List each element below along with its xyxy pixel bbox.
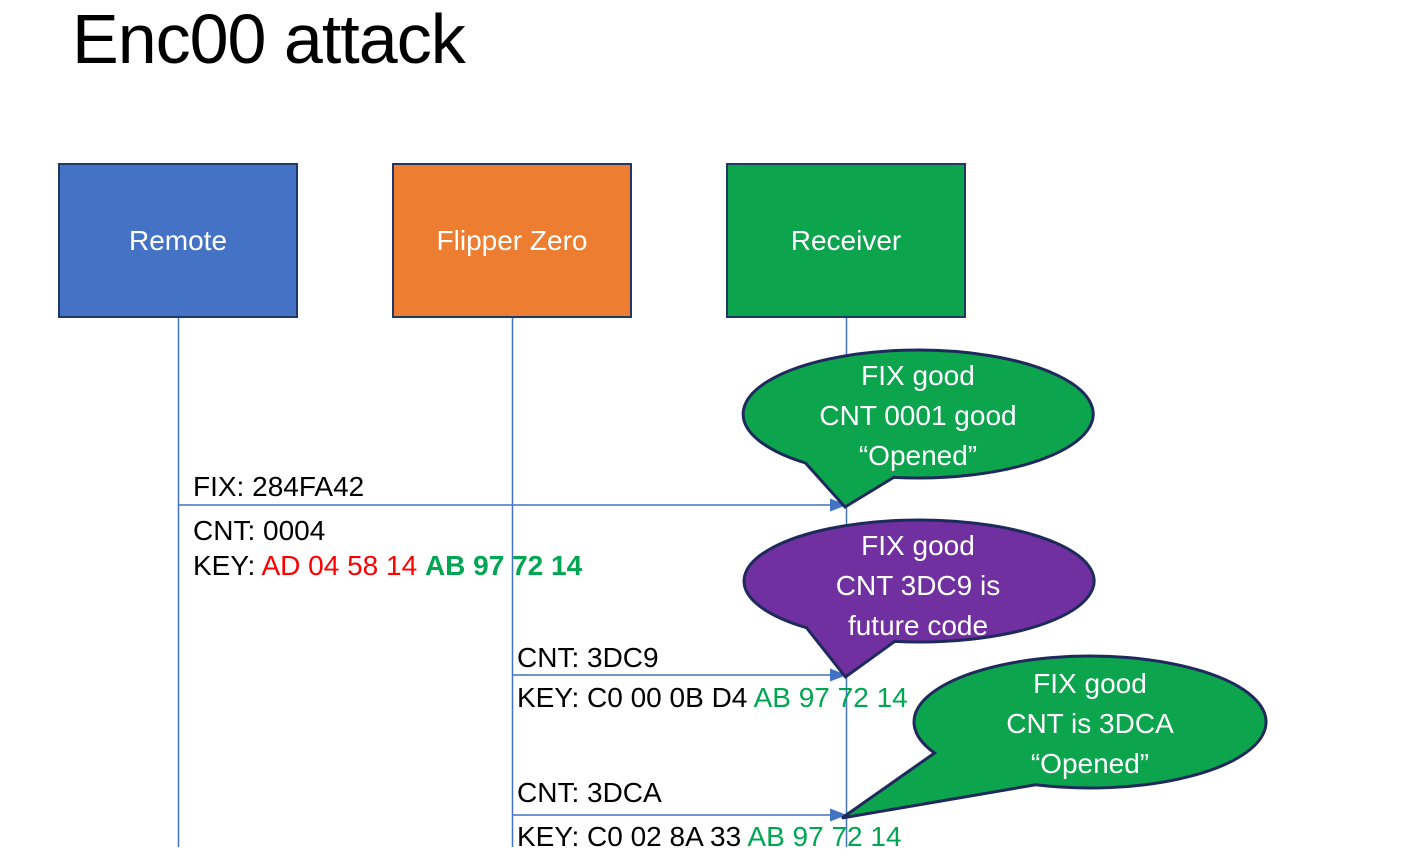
speech-bubble-green-2 <box>841 654 1268 820</box>
arrowhead-icon <box>830 668 847 682</box>
arrowhead-icon <box>830 808 847 822</box>
speech-bubble-green-1 <box>741 348 1095 509</box>
speech-bubble-purple <box>742 518 1096 680</box>
arrowhead-icon <box>830 498 847 512</box>
